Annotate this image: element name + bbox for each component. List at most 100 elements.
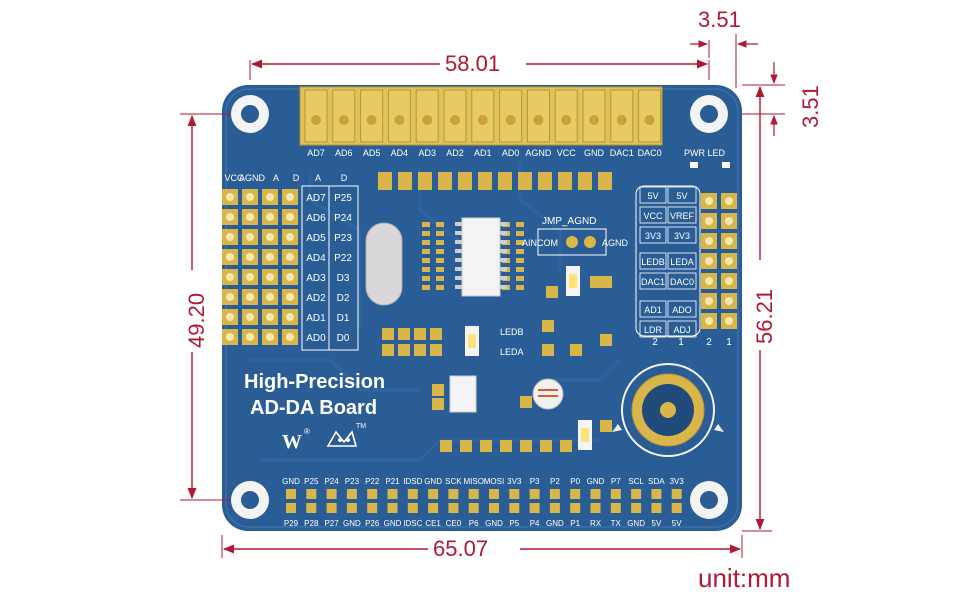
left-label-d: P25: [334, 193, 352, 204]
gpio-pin: [610, 503, 621, 513]
gpio-bottom-label: IDSC: [403, 519, 422, 528]
smd-component: [520, 396, 532, 408]
right-label-left: LDR: [644, 325, 663, 335]
gpio-pin: [651, 489, 662, 499]
header-pad: [478, 172, 492, 190]
right-label-right: VREF: [670, 211, 695, 221]
gpio-pin: [489, 489, 499, 499]
gpio-bottom-label: P26: [365, 519, 380, 528]
header-pad: [498, 172, 512, 190]
smd-component: [600, 276, 612, 288]
gpio-pin: [346, 489, 357, 499]
gpio-bottom-label: GND: [627, 519, 645, 528]
gpio-bottom-label: GND: [546, 519, 564, 528]
smd-component: [432, 384, 444, 396]
gpio-pin: [631, 489, 642, 499]
smd-component: [500, 440, 512, 452]
screw-terminal-block: [299, 86, 663, 146]
svg-text:®: ®: [304, 427, 310, 436]
right-label-left: 5V: [647, 191, 658, 201]
pwr-led-label: PWR LED: [684, 148, 726, 158]
gpio-top-label: GND: [424, 477, 442, 486]
header-pad: [578, 172, 592, 190]
gpio-pin: [367, 489, 378, 499]
left-col-header: A: [315, 173, 321, 183]
left-label-d: P24: [334, 213, 352, 224]
svg-text:W: W: [282, 431, 302, 453]
top-header-label: AD2: [446, 148, 464, 158]
potentiometer: [612, 363, 724, 457]
left-label-a: AD5: [306, 233, 326, 244]
top-header-label: AD1: [474, 148, 492, 158]
gpio-pin: [448, 503, 459, 513]
gpio-bottom-label: 5V: [652, 519, 662, 528]
mounting-hole-tr: [690, 95, 728, 133]
smd-component: [520, 440, 532, 452]
smd-component: [440, 440, 452, 452]
header-pad: [518, 172, 532, 190]
gpio-bottom-label: P27: [324, 519, 339, 528]
svg-text:49.20: 49.20: [184, 293, 209, 348]
left-col-header: VCC: [224, 173, 244, 183]
smd-component: [546, 286, 558, 298]
smd-component: [432, 398, 444, 410]
smd-component: [382, 328, 394, 340]
top-header-label: AD7: [307, 148, 325, 158]
gpio-pin: [549, 489, 560, 499]
smd-component: [560, 440, 572, 452]
gpio-pin: [387, 489, 398, 499]
top-header-label: DAC1: [610, 148, 634, 158]
smd-component: [460, 440, 472, 452]
leda-label: LEDA: [500, 347, 524, 357]
top-header-label: AD0: [502, 148, 520, 158]
dimension-width-top: 58.01: [249, 50, 710, 80]
right-label-left: 3V3: [645, 231, 661, 241]
mascot-logo: TM: [326, 423, 366, 447]
gpio-pin: [671, 503, 682, 513]
gpio-pin: [367, 503, 378, 513]
right-label-left: VCC: [643, 211, 663, 221]
gpio-bottom-label: CE1: [425, 519, 441, 528]
gpio-pin: [286, 489, 296, 499]
gpio-bottom-label: GND: [343, 519, 361, 528]
dimension-hole-y: 3.51: [742, 62, 823, 136]
gpio-pin: [570, 503, 581, 513]
smd-component: [542, 320, 554, 332]
left-col-header: D: [341, 173, 348, 183]
smd-component: [398, 328, 410, 340]
top-header-label: AD4: [391, 148, 409, 158]
smd-component: [590, 276, 602, 288]
mounting-hole-br: [690, 481, 728, 519]
gpio-top-label: 3V3: [507, 477, 522, 486]
header-pad: [538, 172, 552, 190]
gpio-top-label: P21: [385, 477, 400, 486]
left-label-d: D1: [337, 313, 350, 324]
right-col-number: 2: [652, 337, 658, 348]
gpio-pin: [468, 503, 479, 513]
gpio-top-label: P22: [365, 477, 380, 486]
smd-component: [414, 328, 426, 340]
right-label-left: LEDB: [641, 257, 665, 267]
gpio-bottom-label: P28: [304, 519, 319, 528]
right-label-right: LEDA: [670, 257, 694, 267]
right-label-right: DAC0: [670, 277, 694, 287]
gpio-bottom-label: P5: [509, 519, 519, 528]
gpio-pin: [428, 489, 439, 499]
gpio-pin: [590, 489, 601, 499]
gpio-top-label: 3V3: [670, 477, 685, 486]
left-col-header: AGND: [239, 173, 266, 183]
right-col-number: 2: [706, 337, 712, 348]
right-label-right: ADO: [672, 305, 692, 315]
left-label-d: D2: [337, 293, 350, 304]
gpio-top-label: SCL: [628, 477, 644, 486]
top-header-label: DAC0: [638, 148, 662, 158]
gpio-bottom-label: CE0: [446, 519, 462, 528]
left-label-d: D3: [337, 273, 350, 284]
gpio-pin: [570, 489, 581, 499]
left-label-a: AD6: [306, 213, 326, 224]
gpio-bottom-label: P6: [469, 519, 479, 528]
